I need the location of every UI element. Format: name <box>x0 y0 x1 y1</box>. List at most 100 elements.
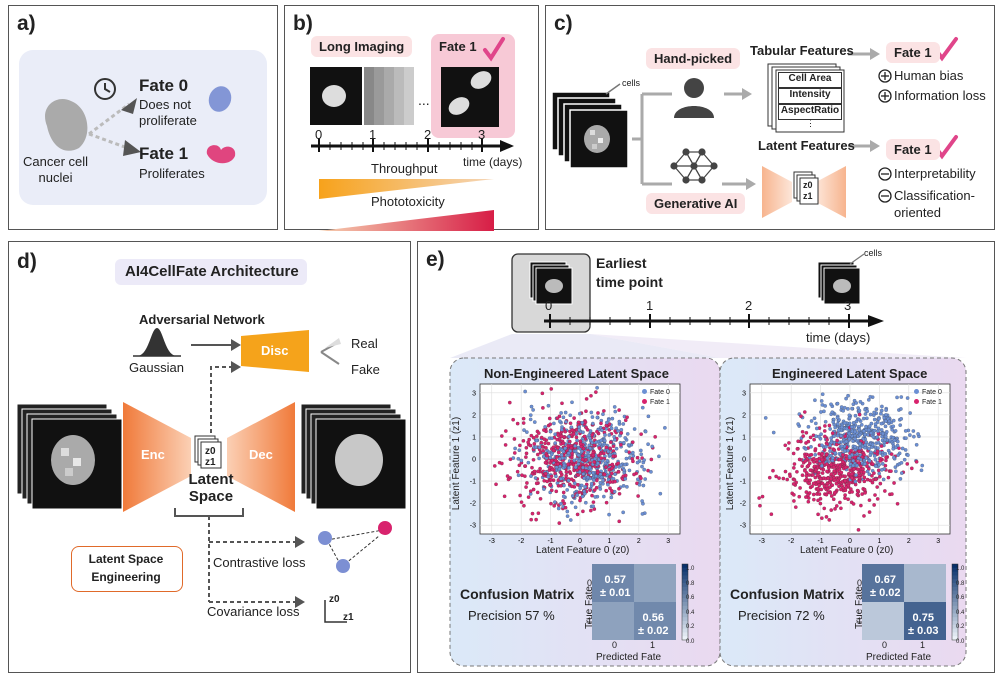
scatter-point <box>523 389 527 394</box>
scatter-point <box>839 444 844 448</box>
colorbar-segment <box>952 602 958 607</box>
architecture-title: AI4CellFate Architecture <box>125 263 299 280</box>
scatter-point <box>576 482 580 487</box>
scatter-point <box>877 416 881 421</box>
colorbar-segment <box>682 602 688 607</box>
scatter-point <box>551 445 556 450</box>
scatter-point <box>837 457 842 462</box>
scatter-point <box>832 478 837 483</box>
y-tick-label: -1 <box>470 479 476 486</box>
scatter-point <box>843 478 848 483</box>
scatter-point <box>883 451 888 456</box>
scatter-point <box>844 454 849 458</box>
scatter-point <box>798 486 802 490</box>
scatter-point <box>868 453 873 458</box>
scatter-point <box>564 470 569 474</box>
scatter-point <box>849 472 854 476</box>
scatter-point <box>581 509 585 514</box>
colorbar-segment <box>952 579 958 584</box>
scatter-point <box>568 413 573 418</box>
scatter-point <box>594 474 598 478</box>
mini-z1: z1 <box>803 191 813 201</box>
fate0-cell <box>208 86 232 112</box>
scatter-point <box>838 500 842 505</box>
confusion-matrix-right <box>862 563 959 641</box>
scatter-point <box>867 424 872 429</box>
y-tick-label: -1 <box>740 479 746 486</box>
scatter-point <box>556 506 561 511</box>
scatter-point <box>889 469 893 473</box>
scatter-point <box>561 415 566 420</box>
scatter-point <box>535 452 540 457</box>
cm-cell <box>592 602 634 640</box>
scatter-point <box>824 492 829 497</box>
scatter-point <box>559 427 564 432</box>
scatter-point <box>855 488 860 493</box>
scatter-point <box>604 465 608 469</box>
scatter-point <box>559 476 563 481</box>
nuclei-label: Cancer cell nuclei <box>23 154 89 186</box>
scatter-point <box>820 392 825 396</box>
colorbar-segment <box>952 594 958 599</box>
scatter-point <box>854 473 858 477</box>
gaussian-label: Gaussian <box>129 360 184 375</box>
scatter-point <box>561 494 566 499</box>
scatter-point <box>551 448 556 453</box>
dec-label: Dec <box>249 447 273 462</box>
scatter-point <box>584 425 589 430</box>
scatter-point <box>807 461 812 466</box>
scatter-point <box>526 460 531 465</box>
scatter-point <box>578 498 582 503</box>
fate0-title: Fate 0 <box>139 76 189 95</box>
scatter-point <box>542 478 547 483</box>
scatter-point <box>557 521 562 525</box>
scatter-point <box>876 440 881 445</box>
scatter-point <box>565 488 570 492</box>
colorbar-segment <box>682 628 688 633</box>
scatter-point <box>774 474 778 479</box>
scatter-point <box>911 429 916 433</box>
scatter-point <box>516 456 521 461</box>
scatter-point <box>550 467 555 472</box>
scatter-point <box>590 415 595 419</box>
scatter-point <box>640 464 644 469</box>
scatter-point <box>865 469 870 474</box>
scatter-point <box>663 426 667 430</box>
colorbar-segment <box>952 583 958 588</box>
scatter-point <box>908 411 912 415</box>
scatter-point <box>757 496 761 500</box>
right-xlabel: Latent Feature 0 (z0) <box>800 545 894 556</box>
y-tick-label: 2 <box>472 412 476 419</box>
scatter-point <box>626 443 631 447</box>
scatter-point <box>857 476 862 480</box>
scatter-point <box>515 469 520 474</box>
scatter-point <box>533 476 538 480</box>
left-ylabel: Latent Feature 1 (z1) <box>451 416 463 511</box>
scatter-point <box>872 503 876 507</box>
classification-label: Classification- oriented <box>894 188 975 220</box>
scatter-point <box>865 464 869 469</box>
scatter-point <box>617 486 621 491</box>
scatter-point <box>858 446 862 450</box>
scatter-point <box>566 478 571 483</box>
scatter-point <box>555 455 559 459</box>
scatter-point <box>570 500 574 505</box>
scatter-point <box>542 428 546 432</box>
scatter-point <box>823 419 828 424</box>
cells-label: cells <box>622 78 641 88</box>
scatter-point <box>905 396 910 400</box>
scatter-point <box>853 444 857 449</box>
y-tick-label: -2 <box>740 501 746 508</box>
scatter-point <box>524 446 529 450</box>
scatter-point <box>587 471 592 475</box>
y-tick-label: -3 <box>470 523 476 530</box>
scatter-point <box>786 447 791 451</box>
scatter-point <box>832 434 836 439</box>
scatter-point <box>893 465 898 469</box>
scatter-point <box>825 469 829 474</box>
scatter-point <box>872 471 876 475</box>
colorbar-segment <box>682 613 688 618</box>
scatter-point <box>530 465 534 470</box>
scatter-point <box>820 464 824 468</box>
